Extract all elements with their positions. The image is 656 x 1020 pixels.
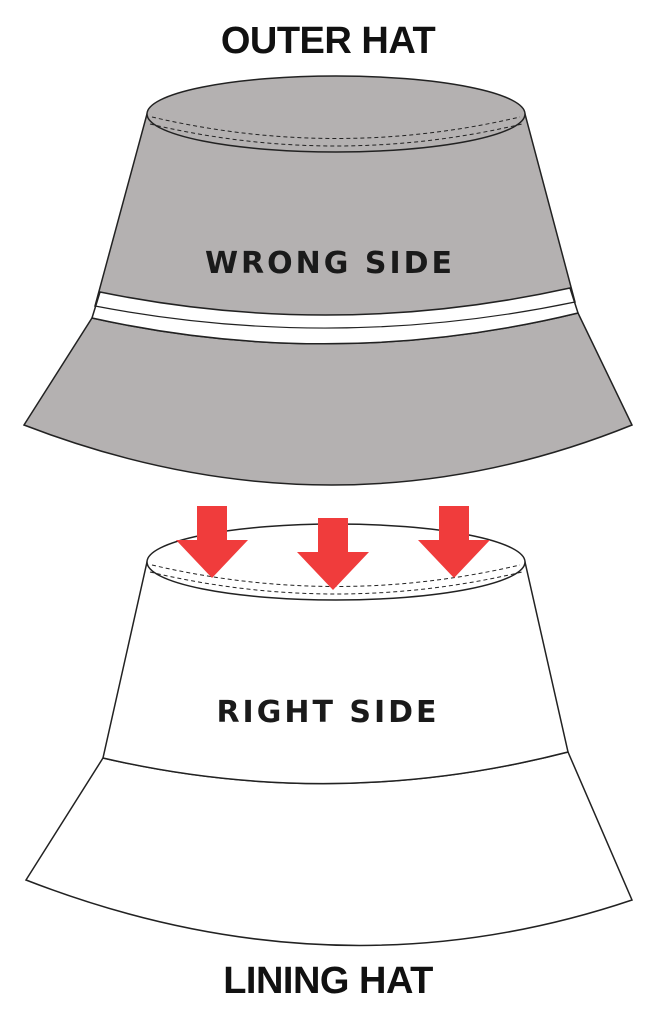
arrow-center [297, 518, 369, 590]
arrow-left [176, 506, 248, 578]
lining-hat: RIGHT SIDE [24, 523, 634, 947]
outer-hat-heading: OUTER HAT [220, 20, 436, 62]
lining-hat-top-stitching-2 [149, 571, 523, 595]
arrow-right [418, 506, 490, 578]
outer-hat-seam-gap [91, 287, 579, 345]
outer-hat: WRONG SIDE [22, 75, 634, 486]
lining-hat-heading: LINING HAT [223, 960, 433, 1002]
outer-hat-top-stitching-2 [149, 123, 523, 147]
right-side-label: RIGHT SIDE [216, 695, 439, 730]
outer-hat-top-stitching [151, 116, 521, 139]
outer-hat-seam-line [94, 301, 576, 329]
lining-hat-crown [102, 561, 569, 785]
placement-arrows [176, 506, 490, 590]
outer-hat-top [146, 75, 526, 153]
wrong-side-label: WRONG SIDE [205, 246, 455, 281]
